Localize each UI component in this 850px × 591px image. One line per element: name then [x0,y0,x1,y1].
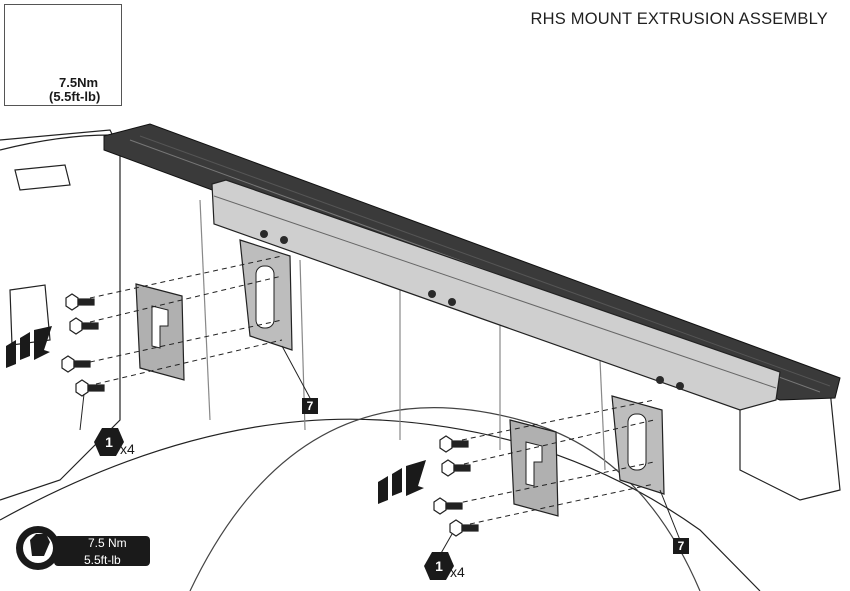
wheel-well-arc [189,407,701,591]
direction-arrow-right [378,460,426,504]
bed-slot-2 [9,284,51,346]
bolt [69,317,99,335]
callout-hex-right [424,552,454,580]
torque-value-nm: 7.5Nm [59,75,99,90]
mount-extrusion [211,179,781,411]
extrusion-nuts [260,230,684,390]
bolt-callout-left-qty: x4 [120,441,135,457]
bolt [433,497,463,515]
torque-spec-wrench [16,526,150,570]
torque-spec-number: 1 [34,540,42,556]
torque-spec-nm: 7.5 Nm [88,536,127,550]
bed-slot-1 [14,164,71,191]
torque-tool-box: 7.5Nm (5.5ft-lb) [4,4,122,106]
bolt [61,355,91,373]
bolt-callout-right-qty: x4 [450,564,465,580]
bolt [439,435,469,453]
bed-wall-top-edge [0,134,111,151]
bed-wall-left [0,129,121,501]
callout-hex-left [94,428,124,456]
bed-rib-5 [599,359,606,471]
bed-corner-right [739,389,841,501]
torque-value-ftlb: (5.5ft-lb) [49,89,101,104]
torque-spec-badge: 7.5 Nm 5.5ft-lb [14,526,154,572]
bolts-left [61,293,105,397]
bolt [441,459,471,477]
bed-rib-1 [199,199,211,421]
torque-spec-ftlb: 5.5ft-lb [84,553,121,567]
bed-floor-curve [0,418,761,591]
direction-arrow-left [6,326,52,368]
bolts-right [433,435,479,537]
bolt-callout-right-number: 1 [435,558,443,574]
bolt [65,293,95,311]
bolt [75,379,105,397]
part-label-right: 7 [673,538,689,554]
bolt [449,519,479,537]
part-label-left: 7 [302,398,318,414]
bolt-callout-left-number: 1 [105,434,113,450]
diagram-title: RHS MOUNT EXTRUSION ASSEMBLY [530,10,828,28]
